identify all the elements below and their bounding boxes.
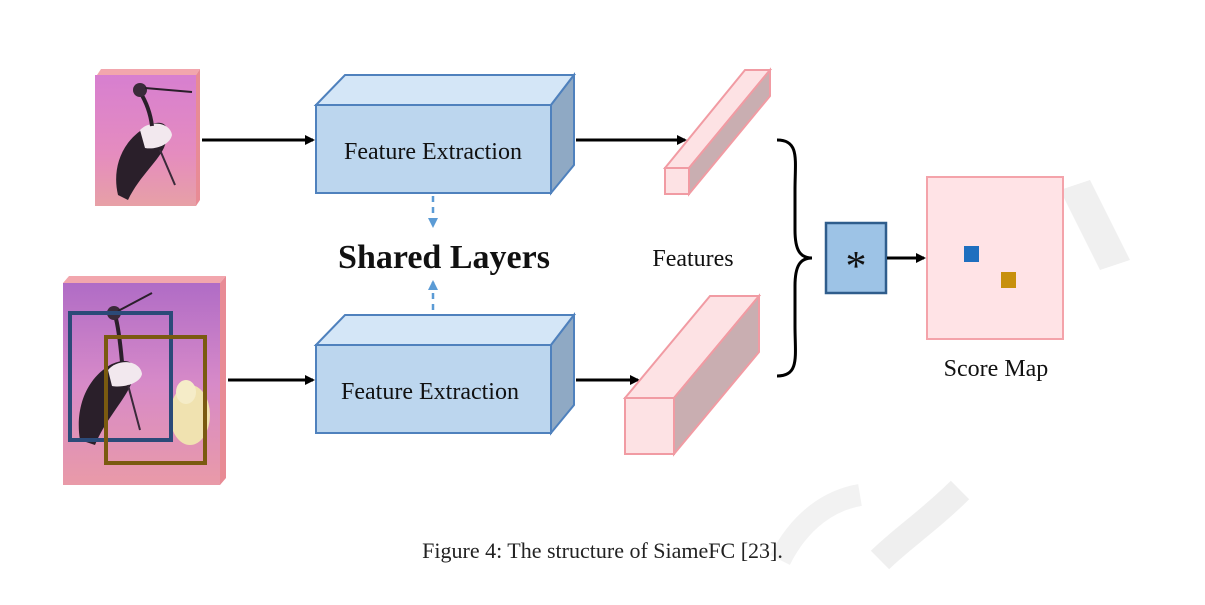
feature-extraction-top: Feature Extraction	[313, 72, 577, 196]
search-image	[63, 276, 226, 485]
score-map-label: Score Map	[944, 356, 1049, 382]
features-label: Features	[652, 246, 733, 272]
feature-extraction-top-label: Feature Extraction	[344, 139, 522, 165]
cross-correlation-box: *	[824, 221, 888, 295]
watermark	[770, 180, 1130, 570]
candidate-box-blue	[68, 311, 173, 442]
figure-caption: Figure 4: The structure of SiameFC [23].	[422, 538, 783, 563]
feature-extraction-bottom: Feature Extraction	[313, 312, 577, 436]
score-peak-gold	[1001, 272, 1016, 288]
bird-shape-top	[116, 83, 193, 200]
feature-map-top	[662, 67, 773, 197]
exemplar-image	[95, 69, 200, 206]
candidate-box-gold	[104, 335, 207, 465]
feature-extraction-bottom-label: Feature Extraction	[341, 379, 519, 405]
shared-layers-label: Shared Layers	[338, 239, 550, 276]
correlation-symbol: *	[846, 244, 867, 290]
feature-map-bottom	[622, 293, 762, 457]
score-map	[926, 176, 1064, 340]
merge-brace	[776, 138, 813, 378]
score-peak-blue	[964, 246, 979, 262]
